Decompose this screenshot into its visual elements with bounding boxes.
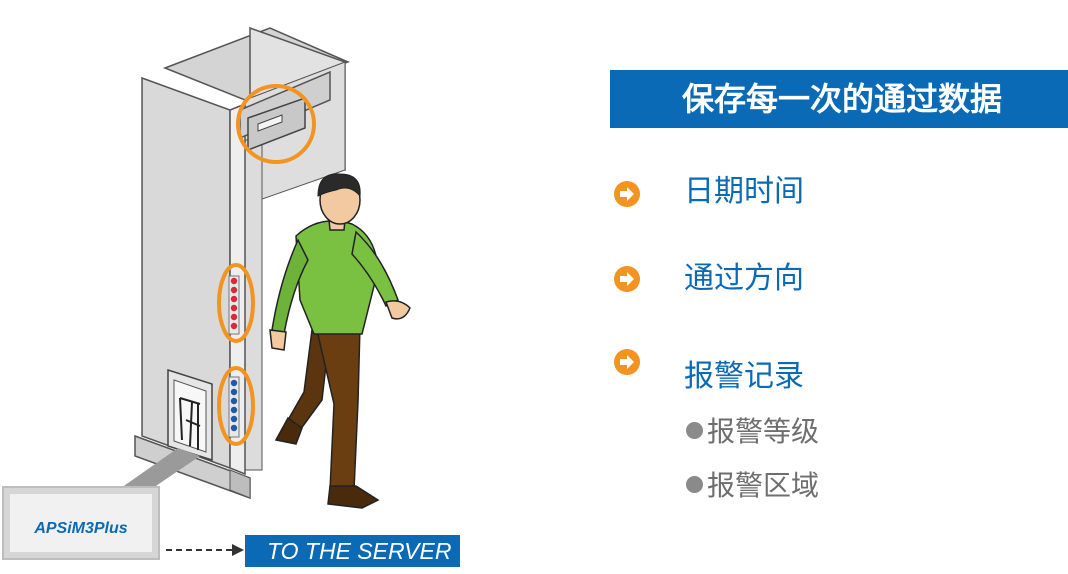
person-back-shoe xyxy=(274,416,303,445)
blue-led-dots xyxy=(230,379,238,432)
list-item-alarm-record: 报警记录 xyxy=(684,359,804,394)
title-banner: 保存每一次的通过数据 xyxy=(610,70,1068,128)
device-label: APSiM3Plus xyxy=(34,520,128,537)
callout-wedge xyxy=(118,448,200,490)
dashed-arrow-head xyxy=(232,544,244,556)
control-unit-display xyxy=(257,114,283,132)
server-label: TO THE SERVER xyxy=(267,538,452,564)
metal-detector-illustration xyxy=(118,26,411,556)
arrow-right-circle-icon xyxy=(614,349,640,375)
highlight-ring-red-leds xyxy=(217,263,255,343)
detector-base-plate-side xyxy=(229,469,251,499)
electronics-wiring xyxy=(179,397,201,450)
sub-item-alarm-zone: 报警区域 xyxy=(686,464,819,504)
sub-item-label: 报警区域 xyxy=(707,469,820,502)
bullet-dot-icon xyxy=(686,422,703,439)
server-label-box: TO THE SERVER xyxy=(245,535,460,567)
person-walking xyxy=(269,173,411,509)
list-item-datetime: 日期时间 xyxy=(684,174,804,209)
bullet-dot-icon xyxy=(686,476,703,493)
person-front-leg xyxy=(315,325,361,491)
person-right-hand xyxy=(385,300,411,320)
list-item-direction: 通过方向 xyxy=(684,261,804,296)
arrow-right-circle-icon xyxy=(614,266,640,292)
highlight-ring-blue-leds xyxy=(217,366,255,446)
person-hair xyxy=(317,173,361,198)
red-led-dots xyxy=(230,277,238,330)
device-callout-box: APSiM3Plus xyxy=(2,486,160,560)
person-right-arm xyxy=(351,230,399,308)
person-left-hand xyxy=(269,329,287,351)
person-torso xyxy=(295,220,379,335)
sub-item-label: 报警等级 xyxy=(707,415,820,448)
sub-item-alarm-level: 报警等级 xyxy=(686,410,819,450)
page-title: 保存每一次的通过数据 xyxy=(682,80,1003,118)
device-callout-inner: APSiM3Plus xyxy=(10,494,152,552)
arrow-right-circle-icon xyxy=(614,181,640,207)
highlight-ring-control-unit xyxy=(236,84,316,164)
person-front-shoe xyxy=(327,485,380,509)
